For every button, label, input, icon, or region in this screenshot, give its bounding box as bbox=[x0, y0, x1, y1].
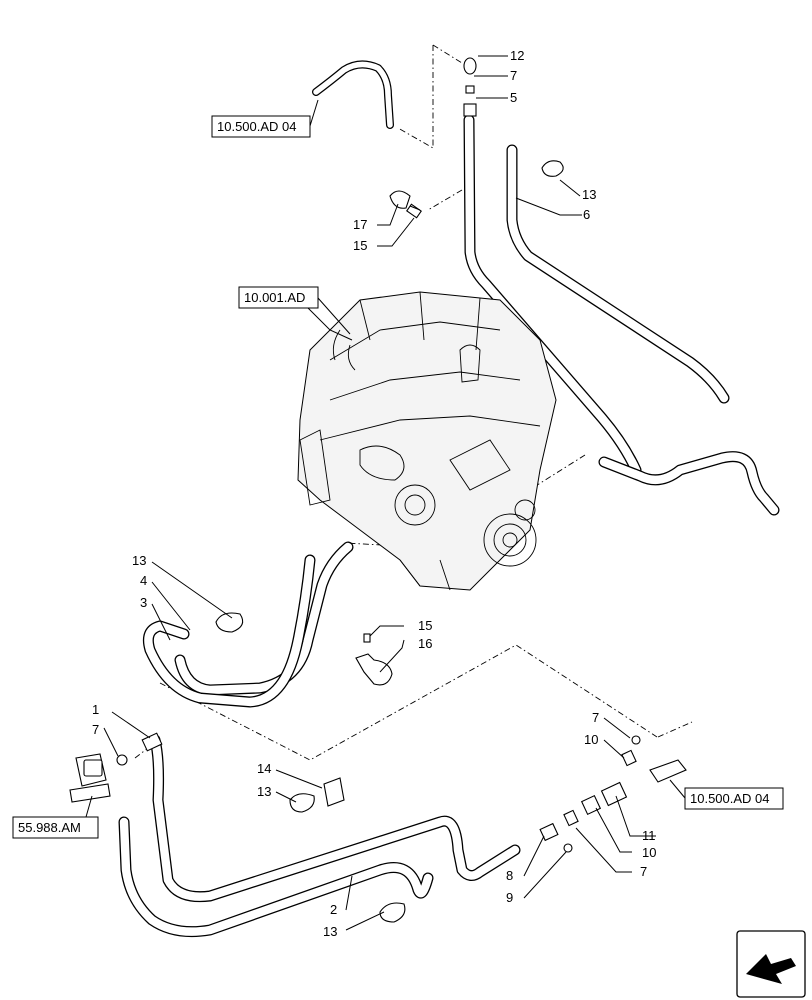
callout-14: 14 bbox=[257, 761, 271, 776]
ref-box-top-left[interactable] bbox=[211, 115, 311, 138]
callout-17: 17 bbox=[353, 217, 367, 232]
ref-right[interactable]: 10.500.AD 04 bbox=[690, 791, 770, 806]
callout-6: 6 bbox=[583, 207, 590, 222]
callout-12: 12 bbox=[510, 48, 524, 63]
reference-boxes: 10.500.AD 04 10.001.AD 55.988.AM 10.500.… bbox=[12, 99, 784, 839]
callout-1: 1 bbox=[92, 702, 99, 717]
callout-7-left: 7 bbox=[92, 722, 99, 737]
callout-13-mid: 13 bbox=[132, 553, 146, 568]
arrow-orientation-icon bbox=[736, 930, 806, 998]
callout-15-mid: 15 bbox=[418, 618, 432, 633]
callout-10-lower: 10 bbox=[642, 845, 656, 860]
callout-13-top: 13 bbox=[582, 187, 596, 202]
ref-engine[interactable]: 10.001.AD bbox=[244, 290, 305, 305]
callout-10-upper: 10 bbox=[584, 732, 598, 747]
callout-13-bottom: 13 bbox=[323, 924, 337, 939]
ref-box-engine[interactable] bbox=[238, 286, 319, 309]
callout-7-right: 7 bbox=[592, 710, 599, 725]
callout-7-low: 7 bbox=[640, 864, 647, 879]
ref-box-right[interactable] bbox=[684, 787, 784, 810]
callout-4: 4 bbox=[140, 573, 147, 588]
callout-7-top: 7 bbox=[510, 68, 517, 83]
leader-lines bbox=[103, 55, 656, 931]
callouts: 12 7 5 13 6 17 15 13 4 3 15 16 1 7 14 13… bbox=[92, 48, 656, 939]
callout-16: 16 bbox=[418, 636, 432, 651]
ref-top-left[interactable]: 10.500.AD 04 bbox=[217, 119, 297, 134]
callout-11: 11 bbox=[642, 828, 656, 843]
ref-valve[interactable]: 55.988.AM bbox=[18, 820, 81, 835]
engine bbox=[297, 291, 557, 591]
callout-5: 5 bbox=[510, 90, 517, 105]
callout-2: 2 bbox=[330, 902, 337, 917]
callout-13-low: 13 bbox=[257, 784, 271, 799]
callout-3: 3 bbox=[140, 595, 147, 610]
hoses bbox=[118, 60, 780, 938]
callout-15-top: 15 bbox=[353, 238, 367, 253]
callout-8: 8 bbox=[506, 868, 513, 883]
fittings bbox=[69, 57, 687, 923]
callout-9: 9 bbox=[506, 890, 513, 905]
ref-box-valve[interactable] bbox=[12, 816, 99, 839]
